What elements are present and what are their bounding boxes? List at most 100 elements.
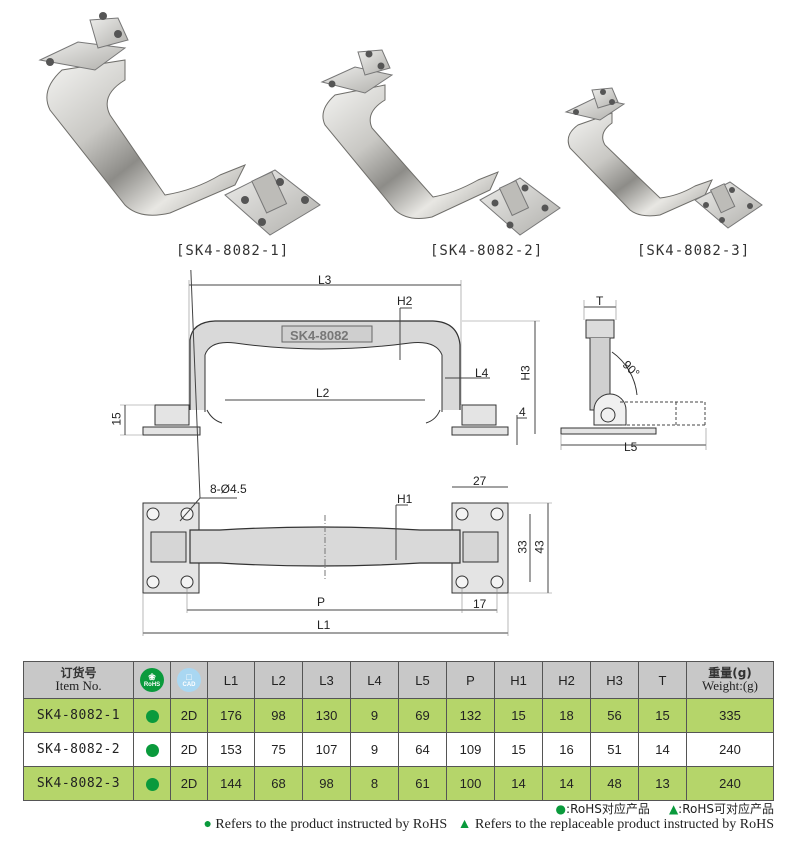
cell-H3: 56 [590, 698, 639, 733]
legend-chinese: ●:RoHS对应产品 ▲:RoHS可对应产品 [556, 800, 774, 817]
product-photos: [SK4-8082-1] [SK4-8082-2] [SK4-8082-3] [0, 0, 800, 270]
cell-H3: 48 [590, 766, 639, 801]
rohs-dot-icon: ● [555, 802, 567, 816]
top-view [142, 270, 552, 636]
cell-T: 13 [638, 766, 687, 801]
cell-L1: 176 [207, 698, 255, 733]
cell-L1: 144 [207, 766, 255, 801]
header-L3: L3 [302, 661, 351, 699]
cell-L5: 64 [398, 732, 447, 767]
header-H3: H3 [590, 661, 639, 699]
rohs-dot-icon: ● [203, 817, 212, 832]
cell-L5: 69 [398, 698, 447, 733]
cell-T: 14 [638, 732, 687, 767]
header-item-no: 订货号 Item No. [23, 661, 134, 699]
product-caption-1: [SK4-8082-1] [176, 243, 290, 259]
cell-L4: 9 [350, 698, 399, 733]
header-T: T [638, 661, 687, 699]
cell-H2: 18 [542, 698, 591, 733]
dim-label-H2: H2 [397, 294, 413, 308]
dim-label-17: 17 [473, 597, 487, 611]
cell-L3: 107 [302, 732, 351, 767]
dimension-drawing [120, 270, 707, 636]
rohs-dot-icon [145, 744, 159, 758]
cell-L2: 98 [254, 698, 303, 733]
handle-photos-illustration [38, 12, 763, 236]
cell-L1: 153 [207, 732, 255, 767]
cell-H1: 15 [494, 698, 543, 733]
product-caption-3: [SK4-8082-3] [637, 243, 751, 259]
cell-P: 132 [446, 698, 495, 733]
cell-item: SK4-8082-2 [23, 732, 134, 767]
dim-label-15: 15 [109, 412, 124, 426]
cell-H1: 15 [494, 732, 543, 767]
cell-item: SK4-8082-1 [23, 698, 134, 733]
rohs-triangle-icon: ▲ [457, 817, 472, 832]
header-L1: L1 [207, 661, 255, 699]
cell-L3: 130 [302, 698, 351, 733]
dim-label-P: P [317, 595, 326, 609]
engraving-text: SK4-8082 [290, 328, 349, 343]
dim-label-4: 4 [519, 405, 526, 419]
dim-label-33: 33 [515, 540, 530, 554]
cell-item: SK4-8082-3 [23, 766, 134, 801]
legend-cn-tri-text: :RoHS可对应产品 [678, 802, 774, 816]
cell-rohs [133, 698, 171, 733]
cell-P: 100 [446, 766, 495, 801]
header-rohs: ❀RoHS [133, 661, 171, 699]
header-weight-en: Weight:(g) [702, 678, 758, 694]
side-view [560, 300, 707, 450]
cell-L4: 9 [350, 732, 399, 767]
dim-label-43: 43 [532, 540, 547, 554]
cell-weight: 335 [686, 698, 774, 733]
cell-H3: 51 [590, 732, 639, 767]
header-item-en: Item No. [55, 678, 102, 694]
table-header-row: 订货号 Item No. ❀RoHS □CAD L1 L2 L3 L4 L5 P… [23, 661, 774, 699]
dim-label-27: 27 [473, 474, 487, 488]
spec-table: 订货号 Item No. ❀RoHS □CAD L1 L2 L3 L4 L5 P… [23, 661, 774, 801]
header-cad: □CAD [170, 661, 208, 699]
header-H1: H1 [494, 661, 543, 699]
legend-en-dot-text: Refers to the product instructed by RoHS [215, 817, 448, 832]
dim-label-H1: H1 [397, 492, 413, 506]
cell-P: 109 [446, 732, 495, 767]
cell-L2: 68 [254, 766, 303, 801]
dim-label-L2: L2 [316, 386, 330, 400]
cell-rohs [133, 766, 171, 801]
cad-file-icon: □CAD [177, 668, 201, 693]
header-L4: L4 [350, 661, 399, 699]
legend-english: ● Refers to the product instructed by Ro… [203, 817, 774, 833]
cell-L3: 98 [302, 766, 351, 801]
technical-drawings: L3 H2 SK4-8082 L4 H3 L2 15 4 T 90° L5 8-… [0, 270, 800, 650]
header-P: P [446, 661, 495, 699]
cell-weight: 240 [686, 766, 774, 801]
cell-H1: 14 [494, 766, 543, 801]
cell-L4: 8 [350, 766, 399, 801]
cell-L5: 61 [398, 766, 447, 801]
handle-photo-3 [564, 87, 763, 229]
legend-cn-dot-text: :RoHS对应产品 [566, 802, 650, 816]
header-L2: L2 [254, 661, 303, 699]
header-weight-cn: 重量(g) [708, 665, 752, 680]
cell-cad: 2D [170, 766, 208, 801]
dim-label-L5: L5 [624, 440, 638, 454]
header-H2: H2 [542, 661, 591, 699]
dim-label-L1: L1 [317, 618, 331, 632]
cell-T: 15 [638, 698, 687, 733]
header-item-cn: 订货号 [60, 665, 97, 680]
cell-cad: 2D [170, 698, 208, 733]
cell-rohs [133, 732, 171, 767]
rohs-dot-icon [145, 710, 159, 724]
cell-H2: 14 [542, 766, 591, 801]
cell-weight: 240 [686, 732, 774, 767]
handle-photo-2 [320, 49, 561, 236]
table-row: SK4-8082-3 2D 144 68 98 8 61 100 14 14 4… [23, 766, 774, 801]
dim-label-L3: L3 [318, 273, 332, 287]
dim-label-T: T [596, 294, 604, 308]
dim-label-L4: L4 [475, 366, 489, 380]
rohs-triangle-icon: ▲ [668, 802, 679, 816]
legend-en-tri-text: Refers to the replaceable product instru… [475, 817, 774, 832]
rohs-leaf-icon: ❀RoHS [140, 668, 164, 693]
handle-photo-1 [38, 12, 321, 236]
cell-cad: 2D [170, 732, 208, 767]
